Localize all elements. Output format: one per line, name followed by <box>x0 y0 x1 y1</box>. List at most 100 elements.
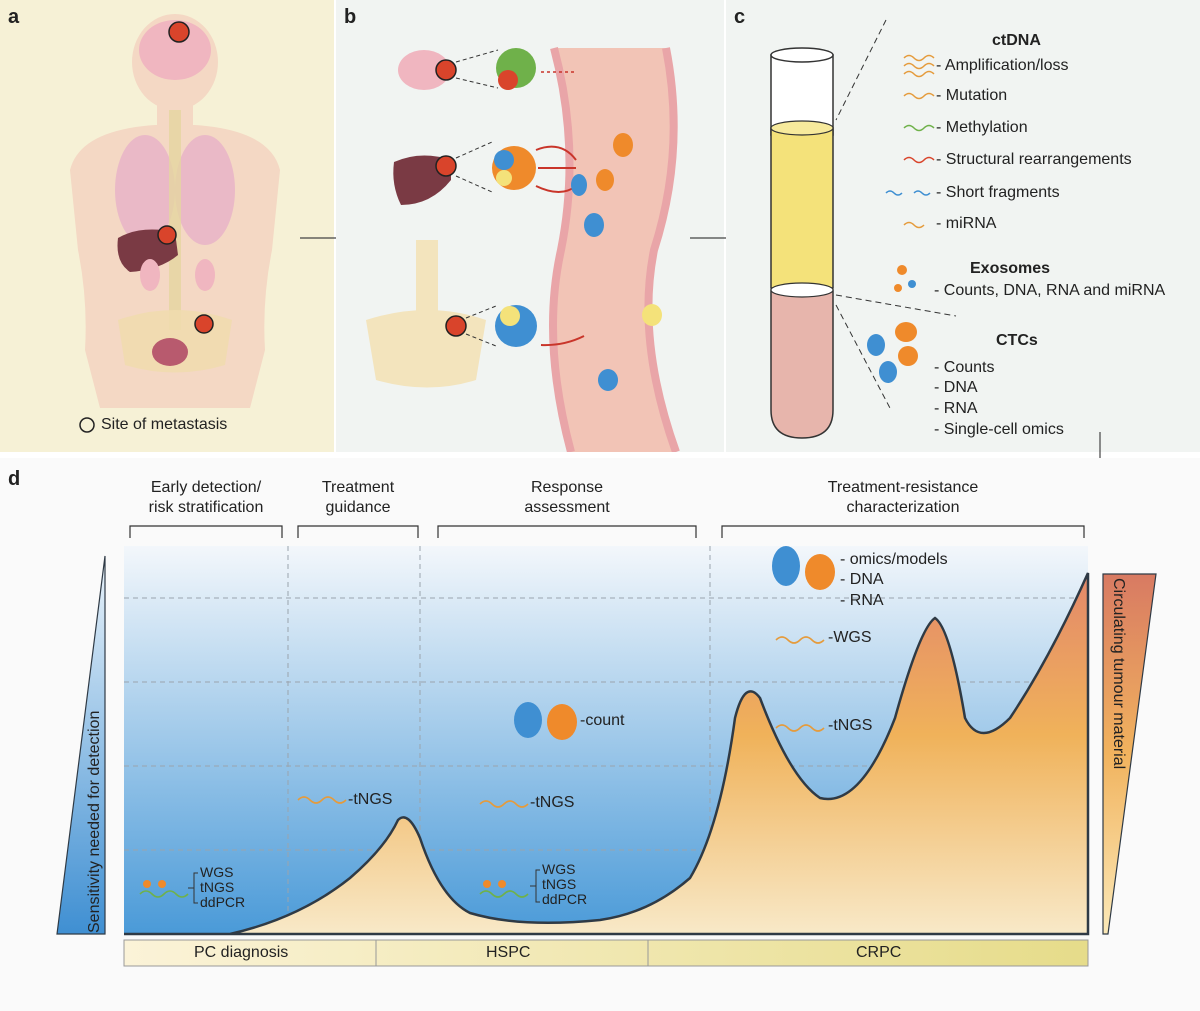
crpc-cell-rna: - RNA <box>840 592 884 609</box>
pelvis-bone <box>366 310 486 388</box>
ctdna-item-structural: - Structural rearrangements <box>936 151 1132 168</box>
stage-crpc: CRPC <box>856 944 902 961</box>
tube-plasma <box>770 127 834 289</box>
liver-metastasis <box>435 155 457 177</box>
ctdna-item-amplification: - Amplification/loss <box>936 57 1069 74</box>
ctdna-title: ctDNA <box>992 32 1041 49</box>
panel-d-label: d <box>8 468 21 490</box>
ctcs-item-rna: - RNA <box>934 400 978 417</box>
panel-c-label: c <box>734 6 746 28</box>
blood-vessel <box>553 48 676 452</box>
panel-a: a <box>0 0 334 452</box>
stage-hspc: HSPC <box>486 944 531 961</box>
bracket-treatment-guidance <box>297 525 419 538</box>
buffy-coat <box>770 282 834 298</box>
ctcs-item-counts: - Counts <box>934 359 995 376</box>
bracket-early-assays <box>188 872 198 904</box>
response-cell-orange <box>547 704 577 740</box>
crpc-cell-omics: - omics/models <box>840 551 948 568</box>
header-treatment-guidance: Treatment guidance <box>321 479 395 516</box>
brain-metastasis <box>435 59 457 81</box>
metastasis-site-brain <box>168 21 190 43</box>
early-assay-tngs: tNGS <box>200 879 235 895</box>
response-assay-wgs: WGS <box>542 861 576 877</box>
detection-chart <box>56 525 1157 967</box>
left-axis-label: Sensitivity needed for detection <box>86 710 103 933</box>
methyl-dot-response-2 <box>498 880 506 888</box>
response-cell-blue <box>514 702 542 738</box>
dna-icon-response-low <box>479 890 529 898</box>
bracket-response-assays <box>530 869 540 903</box>
response-count: -count <box>580 712 625 729</box>
dna-icon-crpc-wgs <box>775 636 825 644</box>
dna-icon-structural <box>903 156 935 164</box>
ctdna-item-mutation: - Mutation <box>936 87 1008 104</box>
response-assay-tngs: tNGS <box>542 876 577 892</box>
ctdna-item-short-fragments: - Short fragments <box>936 184 1060 201</box>
ctc-orange-2 <box>596 169 614 191</box>
blood-tube <box>770 19 957 439</box>
dna-icon-crpc-tngs <box>775 724 825 732</box>
plasma-surface <box>770 120 834 136</box>
exosomes-title: Exosomes <box>970 260 1051 277</box>
header-early-detection: Early detection/ risk stratification <box>148 479 264 516</box>
blood-vessel-wall-right <box>644 47 680 452</box>
blood-vessel-wall-left <box>549 46 575 452</box>
left-lung <box>115 135 175 245</box>
crpc-wgs: -WGS <box>828 629 872 646</box>
ctdna-item-mirna: - miRNA <box>936 215 997 232</box>
methyl-dot-early-1 <box>143 880 151 888</box>
dna-icon-amplification <box>903 54 935 78</box>
bracket-response-assessment <box>437 525 697 538</box>
ctdna-item-methylation: - Methylation <box>936 119 1028 136</box>
brain <box>139 20 211 80</box>
ctcs-title: CTCs <box>996 332 1038 349</box>
spine-bone <box>416 240 438 330</box>
panel-b: b <box>336 0 724 452</box>
dna-icon-mirna <box>903 221 925 229</box>
brain-organ <box>398 50 450 90</box>
ctc-orange-1 <box>613 133 633 157</box>
dna-icon-mutation <box>903 92 935 100</box>
ctcs-item-single-cell: - Single-cell omics <box>934 421 1064 438</box>
early-assay-ddpcr: ddPCR <box>200 894 246 910</box>
bone-tumour-cluster-yellow <box>500 306 520 326</box>
bladder <box>152 338 188 366</box>
kidney-left <box>140 259 160 291</box>
stage-pc-diagnosis: PC diagnosis <box>194 944 289 961</box>
circulating-material-wedge <box>1102 573 1157 935</box>
dna-icon-methylation <box>903 124 935 132</box>
bone-metastasis <box>445 315 467 337</box>
liver-tumour-cluster-yellow <box>496 170 512 186</box>
exosome-1 <box>897 265 907 275</box>
methyl-dot-response-1 <box>483 880 491 888</box>
crpc-tngs: -tNGS <box>828 717 873 734</box>
exosome-2 <box>908 280 916 288</box>
response-tngs: -tNGS <box>530 794 575 811</box>
metastasis-site-liver <box>157 225 177 245</box>
ctc-icon-blue-2 <box>879 361 897 383</box>
right-lung <box>175 135 235 245</box>
ctc-icon-orange-1 <box>895 322 917 342</box>
dna-icon-guidance <box>297 796 347 804</box>
metastasis-legend-label: Site of metastasis <box>101 416 228 433</box>
tube-rim <box>770 47 834 63</box>
brain-tumour-cluster-red <box>498 70 518 90</box>
crpc-cell-orange <box>805 554 835 590</box>
ctc-blue-3 <box>598 369 618 391</box>
ctcs-item-dna: - DNA <box>934 379 978 396</box>
release-arrow-1 <box>535 145 577 161</box>
panel-b-label: b <box>344 6 357 28</box>
methyl-dot-early-2 <box>158 880 166 888</box>
ctc-yellow <box>642 304 662 326</box>
panel-c: c ctDN <box>726 0 1200 452</box>
metastasis-site-bone <box>194 314 214 334</box>
ctc-icon-blue-1 <box>867 334 885 356</box>
liver-tumour-cluster-blue <box>494 150 514 170</box>
body-silhouette <box>70 14 280 433</box>
guidance-tngs: -tNGS <box>348 791 393 808</box>
early-assay-wgs: WGS <box>200 864 234 880</box>
legend-circle-icon <box>79 417 95 433</box>
panel-d: d Early detection/ risk stratification T… <box>0 458 1200 1011</box>
